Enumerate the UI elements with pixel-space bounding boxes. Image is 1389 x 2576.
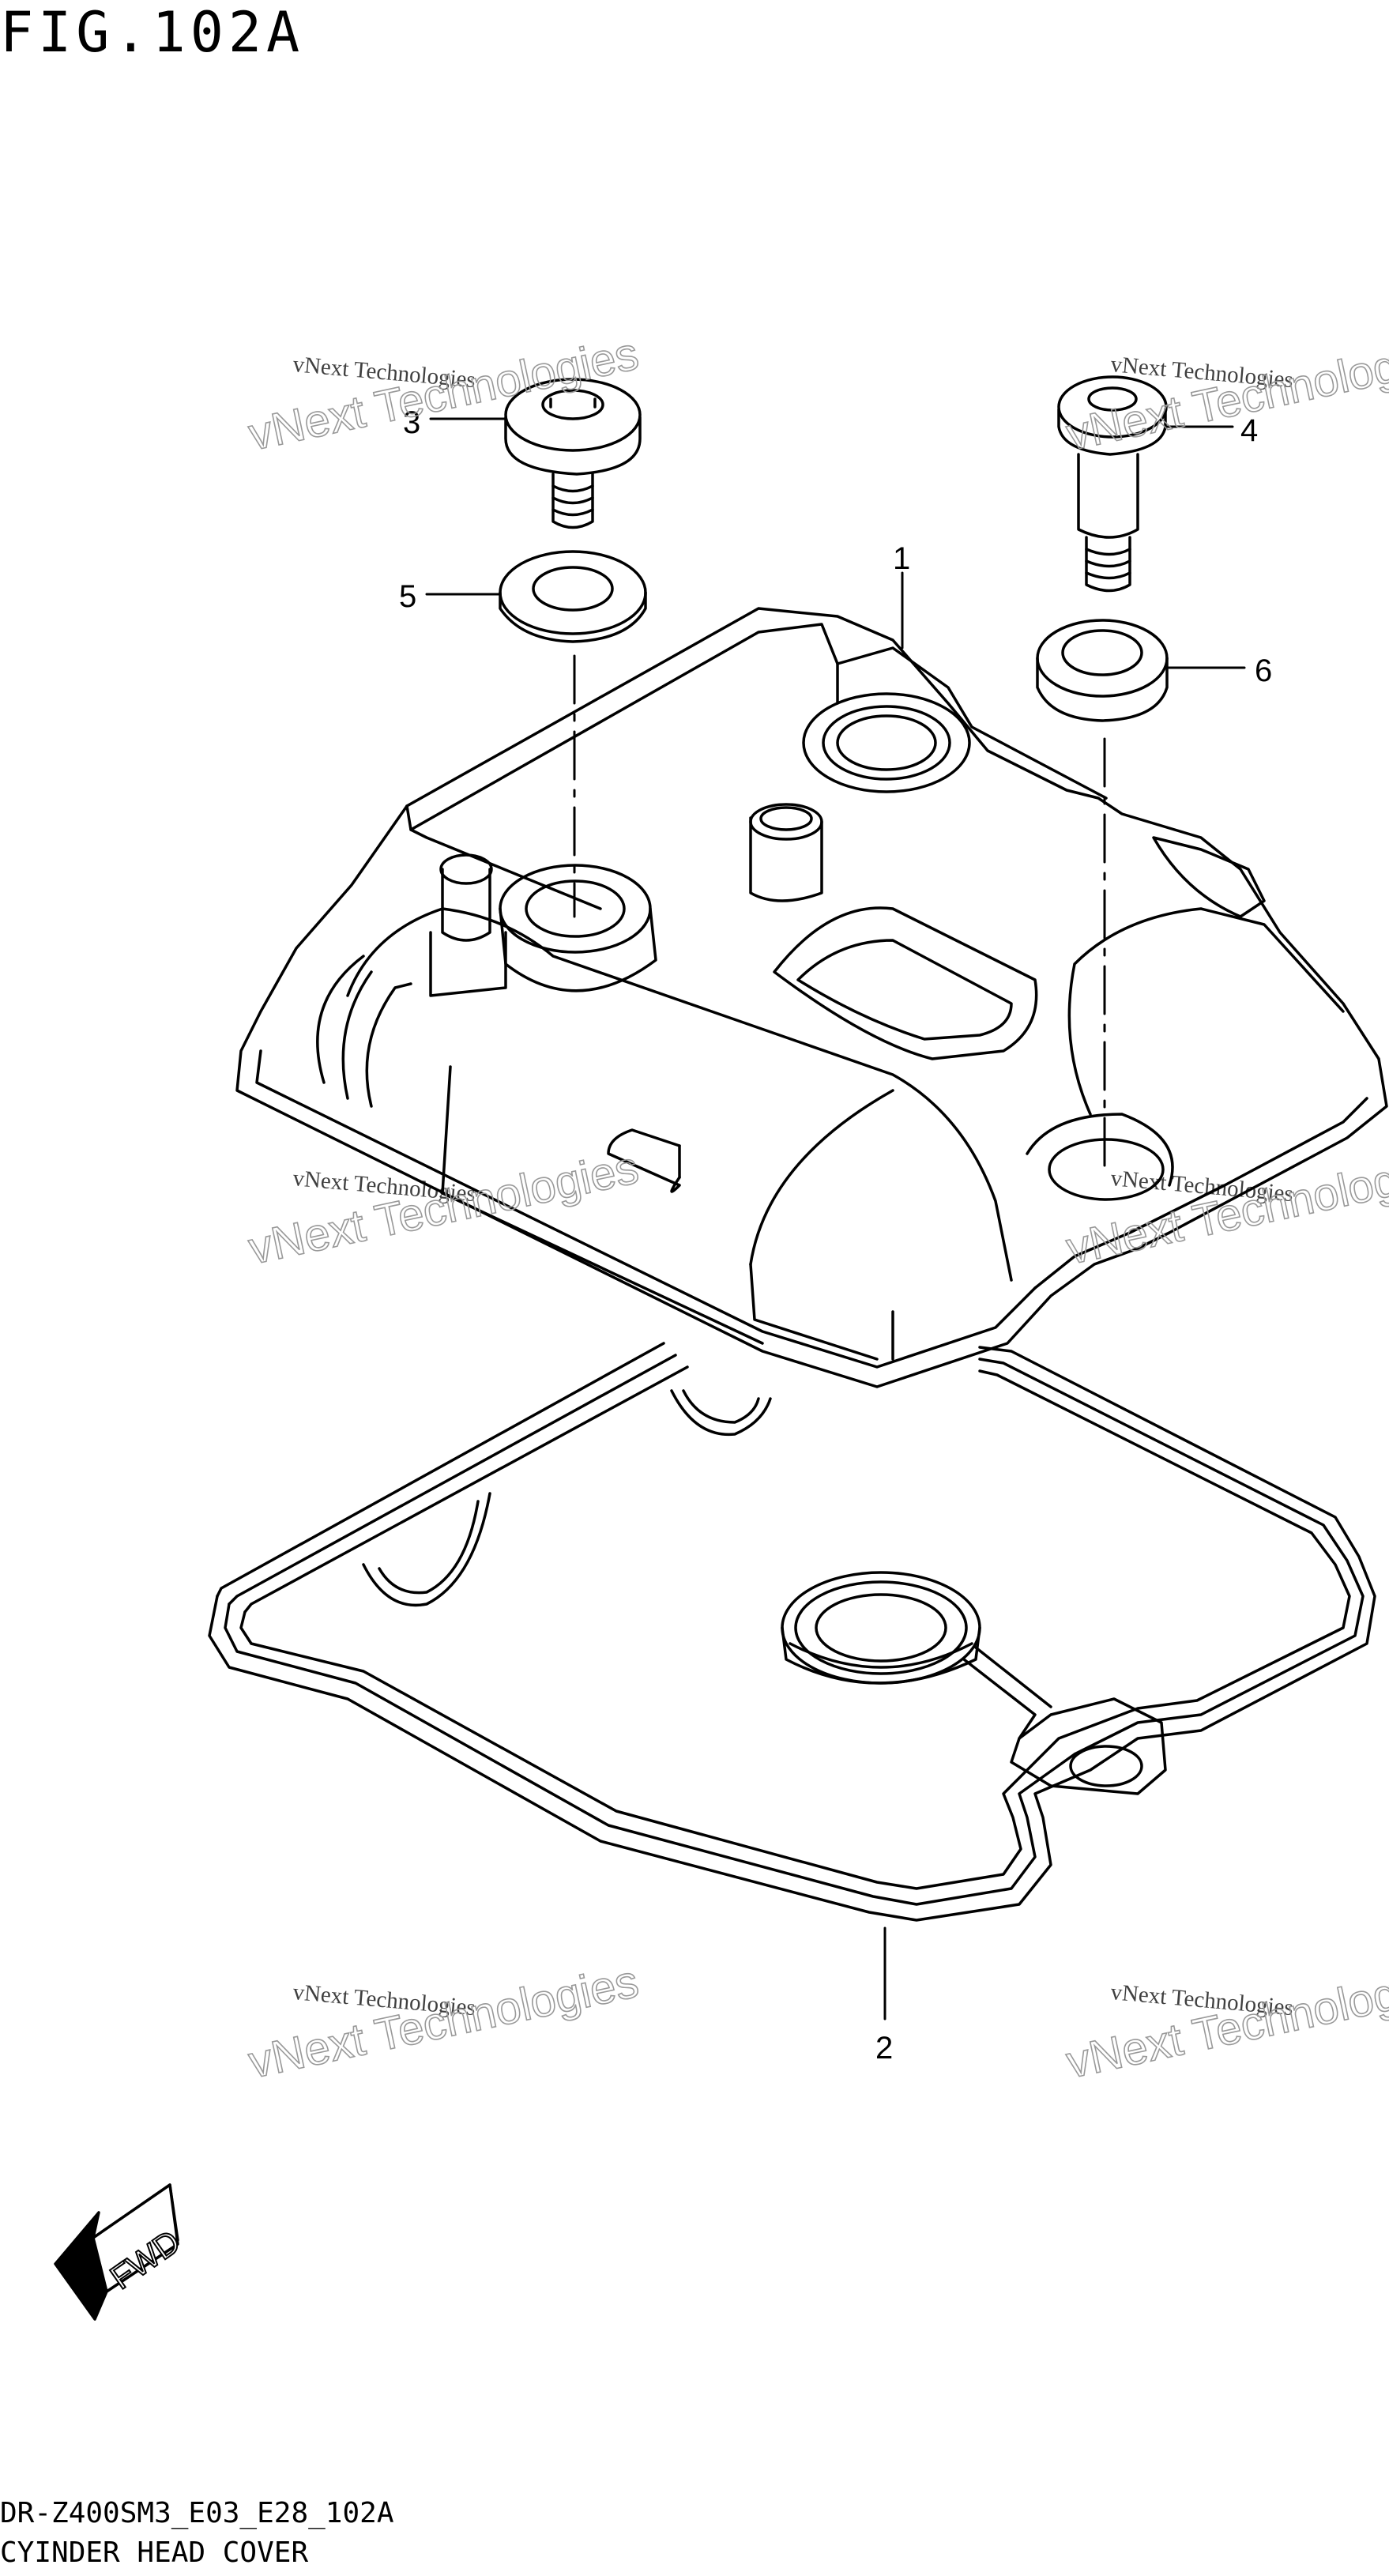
assembly-lines — [573, 654, 1106, 1171]
fwd-arrow-icon — [54, 2183, 179, 2321]
figure-title: FIG.102A — [0, 0, 305, 65]
watermark-text: vNext Technologies — [244, 1956, 642, 2088]
cover-gasket-part[interactable] — [208, 1342, 1376, 1922]
grommet-part-6[interactable] — [1036, 619, 1169, 722]
callout-1: 1 — [893, 541, 910, 576]
callout-2: 2 — [875, 2031, 893, 2066]
cylinder-head-cover-part[interactable] — [235, 607, 1388, 1388]
sealing-washer-part-5[interactable] — [499, 550, 647, 643]
stud-bolt-part-4[interactable] — [1057, 375, 1168, 593]
watermark-text: vNext Technologies — [1062, 1956, 1389, 2088]
model-code: DR-Z400SM3_E03_E28_102A — [0, 2497, 394, 2529]
watermark-text: vNext Technologies — [1062, 328, 1389, 461]
part-group-name: CYINDER HEAD COVER — [0, 2536, 309, 2569]
leader-lines — [425, 417, 1246, 2021]
flange-bolt-part-3[interactable] — [504, 378, 642, 529]
watermark-text: vNext Technologies — [244, 328, 642, 461]
callout-5: 5 — [399, 579, 416, 614]
callout-6: 6 — [1255, 653, 1272, 688]
callout-3: 3 — [403, 405, 420, 440]
callout-4: 4 — [1240, 413, 1258, 448]
watermark-text: vNext Technologies — [1062, 1142, 1389, 1275]
